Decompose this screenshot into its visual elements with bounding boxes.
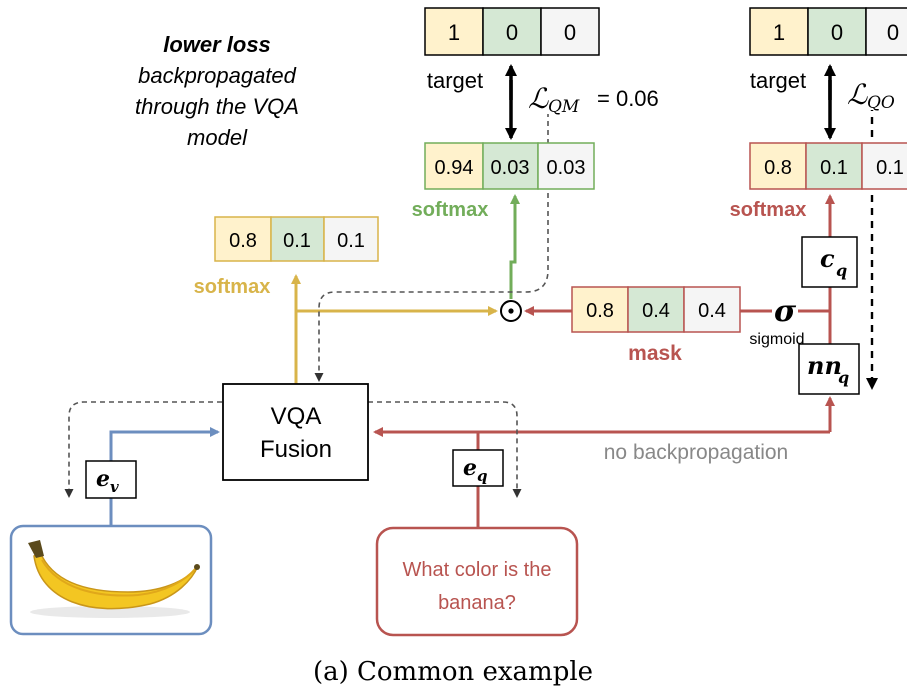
loss-qo: ℒ QO bbox=[845, 78, 907, 113]
caption: (a) Common example bbox=[313, 657, 593, 687]
mask-cell-2: 0.4 bbox=[642, 300, 670, 322]
softmax-vqa-box: 0.8 0.1 0.1 softmax bbox=[194, 216, 379, 298]
fusion-line1: VQA bbox=[271, 403, 322, 430]
softmax-qm-cell-2: 0.03 bbox=[491, 157, 530, 179]
dashed-backprop-to-eq bbox=[368, 401, 522, 498]
target-left-cell-1: 1 bbox=[448, 20, 460, 45]
softmax-qm-box: 0.94 0.03 0.03 softmax bbox=[412, 142, 595, 221]
loss-qm-subscript: QM bbox=[548, 97, 580, 117]
annotation-line4: model bbox=[187, 125, 248, 150]
eq-base: e bbox=[463, 455, 477, 481]
softmax-qm-cell-3: 0.03 bbox=[547, 157, 586, 179]
target-right-cell-2: 0 bbox=[831, 20, 843, 45]
softmax-q-cell-3: 0.1 bbox=[876, 157, 904, 179]
mask-cell-3: 0.4 bbox=[698, 300, 726, 322]
question-line2: banana? bbox=[438, 592, 516, 614]
annotation: lower loss backpropagated through the VQ… bbox=[135, 32, 299, 150]
target-right: 1 0 0 target bbox=[749, 7, 907, 93]
arrow-odot-to-softmax bbox=[509, 194, 520, 299]
nnq-box: nn q bbox=[798, 343, 860, 395]
cq-base: c bbox=[820, 244, 835, 273]
no-backprop-label: no backpropagation bbox=[604, 441, 788, 464]
softmax-qm-label: softmax bbox=[412, 199, 489, 221]
loss-qm-value: = 0.06 bbox=[597, 86, 659, 111]
target-left: 1 0 0 target bbox=[424, 7, 600, 93]
cq-box: c q bbox=[801, 236, 858, 288]
sigmoid-label: sigmoid bbox=[749, 331, 804, 348]
loss-qm-symbol: ℒ bbox=[528, 82, 549, 115]
eq-box: e q bbox=[452, 449, 504, 487]
softmax-qm-cell-1: 0.94 bbox=[435, 157, 474, 179]
softmax-q-cell-1: 0.8 bbox=[764, 157, 792, 179]
sigma-symbol: σ bbox=[774, 294, 797, 329]
mask-label: mask bbox=[628, 342, 682, 365]
ev-sub: v bbox=[110, 478, 119, 496]
target-left-cell-3: 0 bbox=[564, 20, 576, 45]
vqa-fusion-box: VQA Fusion bbox=[222, 383, 369, 481]
sigmoid: σ sigmoid bbox=[749, 294, 805, 348]
nnq-base: nn bbox=[807, 351, 842, 380]
softmax-vqa-cell-2: 0.1 bbox=[283, 230, 311, 252]
cq-sub: q bbox=[836, 261, 847, 280]
image-box bbox=[9, 524, 213, 636]
fusion-line2: Fusion bbox=[260, 436, 332, 463]
question-box: What color is the banana? bbox=[375, 526, 579, 637]
loss-qm: ℒ QM = 0.06 bbox=[526, 80, 659, 117]
target-left-label: target bbox=[427, 68, 483, 93]
ev-box: e v bbox=[85, 460, 137, 499]
softmax-vqa-cell-3: 0.1 bbox=[337, 230, 365, 252]
softmax-q-label: softmax bbox=[730, 199, 807, 221]
odot-operator bbox=[500, 300, 522, 322]
target-right-cell-1: 1 bbox=[773, 20, 785, 45]
eq-sub: q bbox=[477, 467, 488, 485]
softmax-vqa-cell-1: 0.8 bbox=[229, 230, 257, 252]
loss-qo-subscript: QO bbox=[867, 93, 895, 113]
softmax-q-box: 0.8 0.1 0.1 softmax bbox=[730, 142, 907, 221]
banana-image bbox=[28, 540, 200, 618]
annotation-line1: lower loss bbox=[163, 32, 271, 57]
annotation-line2: backpropagated bbox=[138, 63, 297, 88]
softmax-vqa-label: softmax bbox=[194, 276, 271, 298]
mask-box: 0.8 0.4 0.4 mask bbox=[571, 286, 741, 365]
softmax-q-cell-2: 0.1 bbox=[820, 157, 848, 179]
ev-base: e bbox=[96, 466, 110, 492]
target-right-cell-3: 0 bbox=[887, 20, 899, 45]
dashed-backprop-qm bbox=[314, 112, 549, 382]
question-line1: What color is the bbox=[403, 559, 552, 581]
target-left-cell-2: 0 bbox=[506, 20, 518, 45]
nnq-sub: q bbox=[838, 368, 849, 387]
loss-qo-symbol: ℒ bbox=[847, 78, 868, 111]
annotation-line3: through the VQA bbox=[135, 94, 299, 119]
mask-cell-1: 0.8 bbox=[586, 300, 614, 322]
target-right-label: target bbox=[750, 68, 806, 93]
dashed-backprop-to-ev bbox=[64, 401, 222, 498]
arrow-ev-to-fusion bbox=[109, 427, 220, 461]
